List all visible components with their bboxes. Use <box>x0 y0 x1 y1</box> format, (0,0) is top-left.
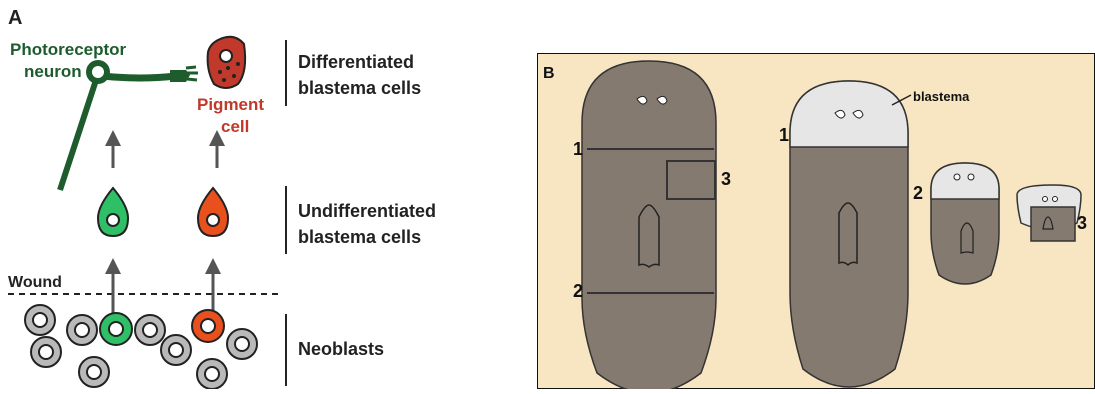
undifferentiated-green-cell <box>98 188 128 236</box>
undifferentiated-orange-cell <box>198 188 228 236</box>
panel-b: B 1 2 3 blastema 1 <box>537 53 1095 389</box>
panel-a: A Photoreceptor neuron Pigment cell <box>0 0 500 389</box>
cut-label-1: 1 <box>573 139 583 159</box>
stage-neoblasts: Neoblasts <box>298 339 384 359</box>
stage-differentiated-line1: Differentiated <box>298 52 414 72</box>
cut-label-3: 3 <box>721 169 731 189</box>
intact-planarian <box>582 61 716 389</box>
cut-label-2: 2 <box>573 281 583 301</box>
fragment-label-3: 3 <box>1077 213 1087 233</box>
panel-b-diagram: B 1 2 3 blastema 1 <box>537 53 1095 389</box>
panel-a-label: A <box>8 7 22 29</box>
panel-b-label: B <box>543 65 555 82</box>
pigment-cell <box>208 37 246 88</box>
pigment-label-line2: cell <box>221 117 249 136</box>
pigment-label-line1: Pigment <box>197 95 264 114</box>
stage-undifferentiated-line1: Undifferentiated <box>298 201 436 221</box>
upper-arrows <box>105 130 225 168</box>
panel-a-diagram: A Photoreceptor neuron Pigment cell <box>0 0 500 389</box>
lower-arrows <box>105 258 221 318</box>
photoreceptor-label-line2: neuron <box>24 62 82 81</box>
stage-undifferentiated-line2: blastema cells <box>298 227 421 247</box>
stage-differentiated-line2: blastema cells <box>298 78 421 98</box>
regenerating-fragment-1 <box>790 81 908 387</box>
fragment-label-1: 1 <box>779 125 789 145</box>
regenerating-fragment-2 <box>931 163 999 284</box>
blastema-label: blastema <box>913 89 970 104</box>
neoblasts <box>25 305 257 389</box>
wound-label: Wound <box>8 274 62 291</box>
fragment-label-2: 2 <box>913 183 923 203</box>
photoreceptor-label-line1: Photoreceptor <box>10 40 127 59</box>
